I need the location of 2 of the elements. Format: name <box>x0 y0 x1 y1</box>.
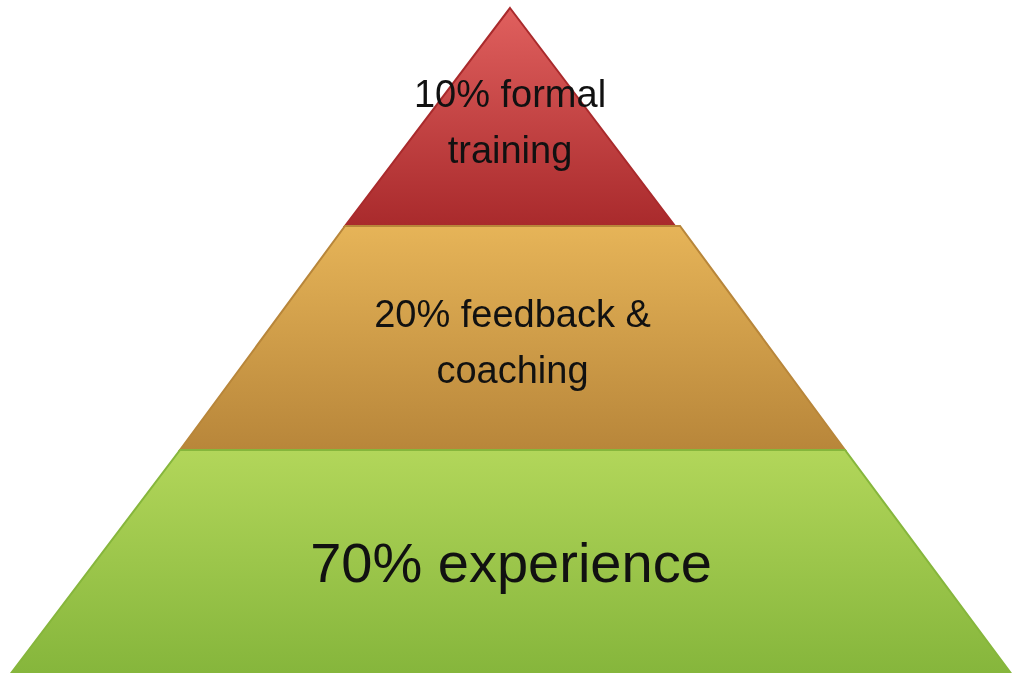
level-label: 70% experience <box>309 530 713 596</box>
level-label: 20% feedback & coaching <box>373 292 652 393</box>
